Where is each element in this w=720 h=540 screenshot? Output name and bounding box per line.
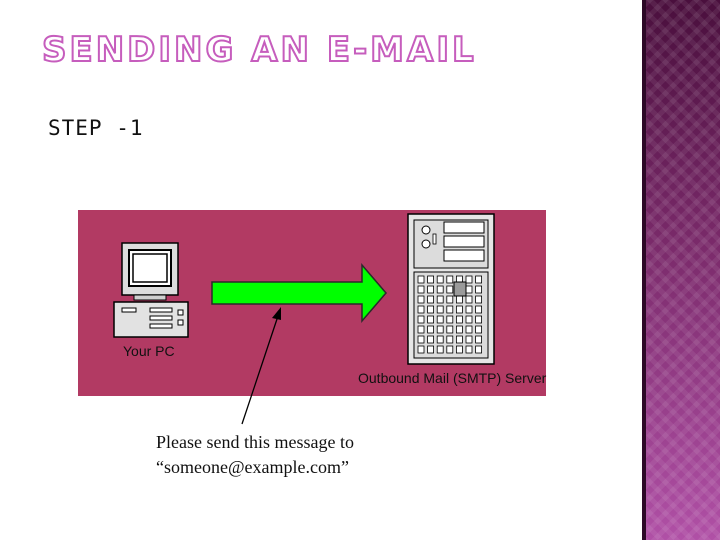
server-vent-grid: [417, 275, 483, 354]
vent-slot: [446, 335, 454, 344]
vent-slot: [475, 285, 483, 294]
vent-slot: [427, 335, 435, 344]
vent-slot: [417, 285, 425, 294]
decorative-side-band: [642, 0, 720, 540]
vent-slot: [427, 325, 435, 334]
vent-slot: [427, 275, 435, 284]
vent-slot: [465, 325, 473, 334]
vent-slot: [455, 345, 463, 354]
server-icon: [407, 213, 495, 365]
vent-slot: [465, 275, 473, 284]
vent-slot: [446, 325, 454, 334]
vent-slot: [465, 335, 473, 344]
vent-slot: [427, 315, 435, 324]
vent-slot: [465, 315, 473, 324]
vent-slot: [446, 285, 454, 294]
vent-slot: [475, 345, 483, 354]
vent-slot: [475, 295, 483, 304]
diagram-graphics: [113, 213, 495, 365]
vent-slot: [475, 275, 483, 284]
vent-slot: [417, 345, 425, 354]
vent-slot: [417, 325, 425, 334]
vent-slot: [436, 315, 444, 324]
caption-line-2: “someone@example.com”: [156, 457, 349, 477]
step-label: STEP -1: [48, 116, 144, 140]
vent-slot: [427, 285, 435, 294]
vent-slot: [417, 295, 425, 304]
vent-slot: [417, 315, 425, 324]
vent-slot: [417, 335, 425, 344]
vent-slot: [455, 305, 463, 314]
vent-slot: [436, 345, 444, 354]
email-diagram: Your PC Outbound Mail (SMTP) Server: [78, 210, 546, 396]
pc-label: Your PC: [123, 343, 175, 359]
vent-slot: [417, 275, 425, 284]
server-label: Outbound Mail (SMTP) Server: [358, 370, 547, 386]
vent-slot: [436, 335, 444, 344]
vent-slot: [427, 305, 435, 314]
vent-slot: [475, 305, 483, 314]
vent-slot: [455, 315, 463, 324]
vent-slot: [427, 295, 435, 304]
vent-slot: [465, 345, 473, 354]
vent-slot: [446, 295, 454, 304]
vent-slot: [455, 325, 463, 334]
vent-slot: [436, 285, 444, 294]
send-arrow: [211, 262, 387, 324]
slide-title: SENDING AN E-MAIL: [41, 29, 477, 71]
vent-slot: [436, 295, 444, 304]
vent-slot: [465, 295, 473, 304]
vent-slot: [446, 275, 454, 284]
vent-slot: [436, 275, 444, 284]
vent-slot: [436, 305, 444, 314]
vent-slot: [427, 345, 435, 354]
vent-slot: [436, 325, 444, 334]
vent-slot: [446, 305, 454, 314]
vent-slot: [475, 315, 483, 324]
vent-slot: [455, 335, 463, 344]
vent-slot: [475, 325, 483, 334]
vent-slot: [475, 335, 483, 344]
message-caption: Please send this message to “someone@exa…: [156, 430, 354, 480]
vent-slot: [446, 345, 454, 354]
pc-icon: [113, 242, 189, 338]
vent-slot: [446, 315, 454, 324]
vent-slot: [417, 305, 425, 314]
vent-slot: [465, 305, 473, 314]
caption-line-1: Please send this message to: [156, 432, 354, 452]
